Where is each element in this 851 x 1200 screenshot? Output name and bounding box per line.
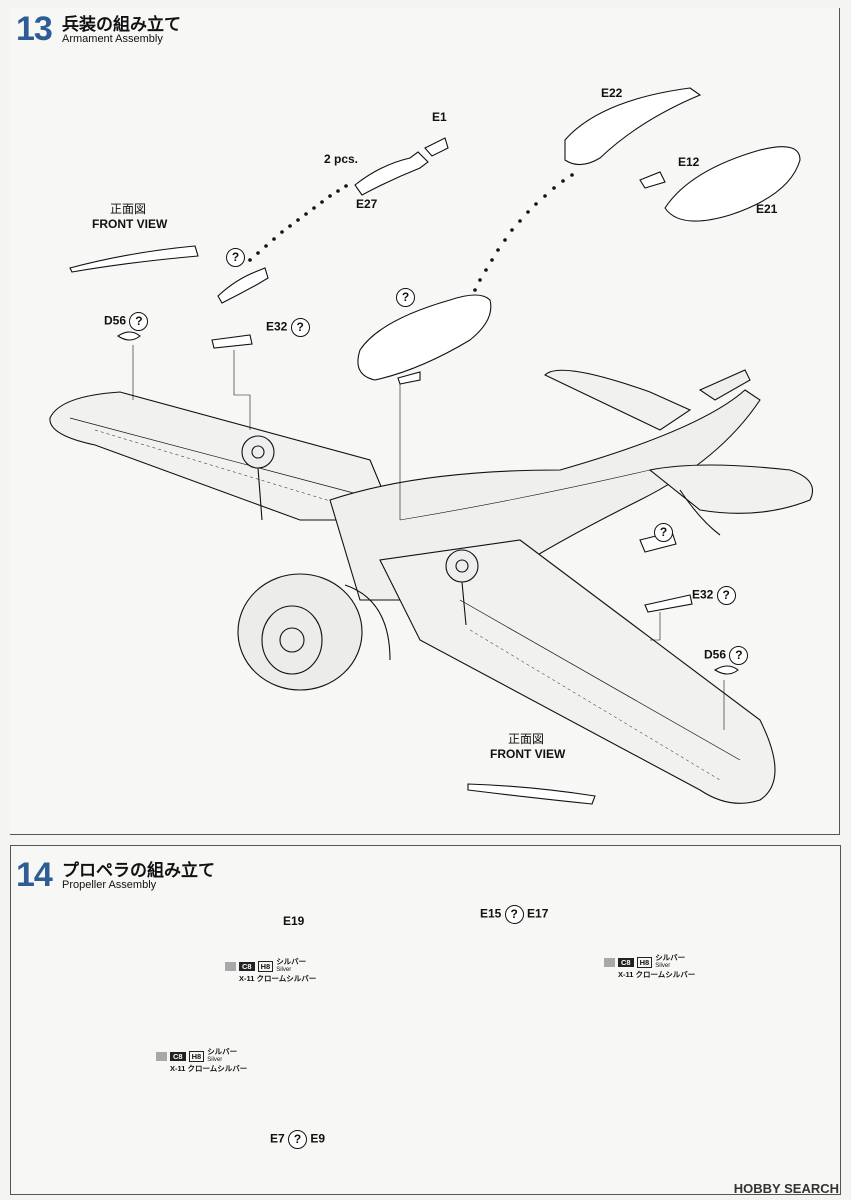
e17-text: E17: [527, 906, 549, 921]
unknown-part-marker: ?: [129, 312, 149, 331]
front-view-en-2: FRONT VIEW: [490, 747, 566, 761]
paint-name: シルバー Silver: [655, 954, 685, 970]
unknown-part-marker: ?: [226, 248, 245, 267]
paint-x11: X-11 クロームシルバー: [618, 970, 696, 979]
step-14-title-en: Propeller Assembly: [62, 879, 157, 891]
step-13-title-jp: 兵装の組み立て: [62, 15, 181, 34]
paint-name-jp: シルバー: [207, 1047, 238, 1056]
label-e27: E27: [356, 197, 378, 211]
d56-left-text: D56: [104, 313, 127, 328]
paint-code-h8: H8: [636, 956, 653, 968]
front-view-jp-2: 正面図: [508, 732, 545, 746]
paint-name-jp: シルバー: [276, 957, 307, 966]
label-e22: E22: [601, 86, 623, 100]
label-e19: E19: [283, 914, 305, 928]
paint-swatch: [604, 957, 615, 967]
paint-x11: X-11 クロームシルバー: [170, 1064, 248, 1073]
step-13-number: 13: [16, 10, 53, 48]
e15-text: E15: [480, 906, 502, 921]
paint-name-en: Silver: [207, 1057, 223, 1063]
label-e1: E1: [432, 110, 447, 124]
paint-name: シルバー Silver: [276, 958, 306, 974]
unknown-part-marker: ?: [290, 318, 310, 337]
front-view-jp-1: 正面図: [110, 202, 147, 216]
paint-name: シルバー Silver: [207, 1048, 237, 1064]
e7-text: E7: [270, 1131, 285, 1146]
label-2-pcs: 2 pcs.: [324, 152, 359, 166]
unknown-part-marker: ?: [729, 646, 749, 665]
label-e21: E21: [756, 202, 778, 216]
paint-name-en: Silver: [276, 967, 292, 973]
paint-swatch: [225, 961, 236, 971]
paint-x11: X-11 クロームシルバー: [239, 974, 317, 983]
paint-code-c8: C8: [170, 1051, 186, 1061]
label-d56-left: D56 ?: [104, 312, 149, 331]
step-14-panel: [10, 845, 841, 1195]
label-e32-left: E32 ?: [266, 318, 310, 337]
paint-code-c8: C8: [618, 957, 634, 967]
unknown-part-marker: ?: [396, 288, 415, 307]
unknown-part-marker: ?: [716, 586, 736, 605]
watermark: HOBBY SEARCH: [733, 1181, 839, 1196]
paint-code-h8: H8: [257, 960, 274, 972]
paint-callout-hub: C8 H8 シルバー Silver X-11 クロームシルバー: [604, 954, 695, 979]
step-13-title-en: Armament Assembly: [62, 33, 163, 45]
step-14-title-jp: プロペラの組み立て: [62, 861, 215, 880]
unknown-part-marker: ?: [654, 523, 673, 542]
paint-name-jp: シルバー: [655, 953, 686, 962]
label-e15-e17: E15 ? E17: [480, 905, 548, 924]
d56-right-text: D56: [704, 647, 727, 662]
e9-text: E9: [310, 1131, 326, 1146]
label-e7-e9: E7 ? E9: [270, 1130, 325, 1149]
e32-right-text: E32: [692, 587, 714, 602]
paint-code-c8: C8: [239, 961, 255, 971]
e32-left-text: E32: [266, 319, 288, 334]
paint-swatch: [156, 1051, 167, 1061]
unknown-part-marker: ?: [504, 905, 524, 924]
paint-callout-spinner: C8 H8 シルバー Silver X-11 クロームシルバー: [156, 1048, 247, 1073]
paint-callout-blade: C8 H8 シルバー Silver X-11 クロームシルバー: [225, 958, 316, 983]
unknown-part-marker: ?: [288, 1130, 308, 1149]
step-14-number: 14: [16, 856, 53, 894]
label-e12: E12: [678, 155, 700, 169]
front-view-en-1: FRONT VIEW: [92, 217, 168, 231]
label-d56-right: D56 ?: [704, 646, 749, 665]
paint-code-h8: H8: [188, 1050, 205, 1062]
paint-name-en: Silver: [655, 963, 671, 969]
label-e32-right: E32 ?: [692, 586, 736, 605]
